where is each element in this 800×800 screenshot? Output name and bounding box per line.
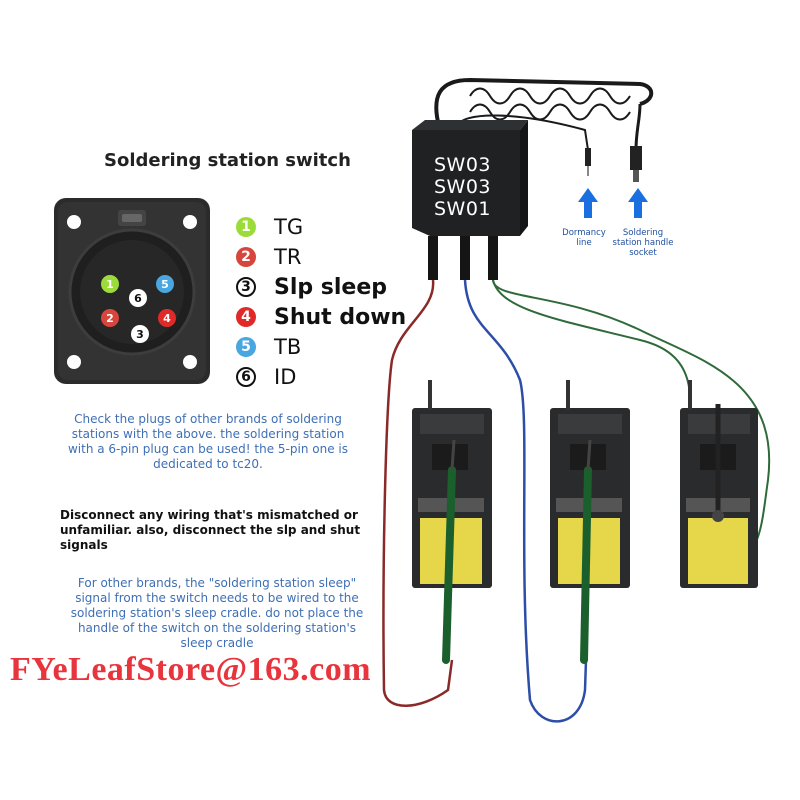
pin-label: Slp sleep: [274, 274, 388, 300]
note-sleep-cradle: For other brands, the "soldering station…: [70, 576, 364, 650]
switch-label: SW01: [434, 198, 492, 220]
svg-text:2: 2: [106, 312, 114, 325]
pin-badge: 2: [236, 247, 256, 267]
note-plug-check: Check the plugs of other brands of solde…: [67, 412, 348, 471]
svg-text:4: 4: [163, 312, 171, 325]
dormancy-line-label: Dormancy line: [562, 228, 606, 248]
pin-badge: 6: [236, 367, 256, 387]
pin-badge: 4: [236, 307, 256, 327]
arrow-up-icon: [628, 188, 648, 218]
svg-text:5: 5: [161, 278, 169, 291]
store-email: FYeLeafStore@163.com: [10, 651, 372, 688]
pin-row: 2 TR: [236, 242, 406, 272]
pin-row: 6 ID: [236, 362, 406, 392]
pin-row: 4 Shut down: [236, 302, 406, 332]
handle-socket-plug: [630, 146, 642, 170]
pin-label: ID: [274, 365, 297, 389]
pin-row: 5 TB: [236, 332, 406, 362]
note-disconnect-wiring: Disconnect any wiring that's mismatched …: [60, 508, 361, 552]
pin-legend: 1 TG 2 TR 3 Slp sleep 4 Shut down 5 TB 6…: [236, 212, 406, 392]
wire-red: [382, 279, 454, 707]
soldering-station-1: [412, 380, 492, 664]
svg-text:6: 6: [134, 292, 142, 305]
handle-socket-label: Soldering station handle socket: [612, 228, 674, 258]
dormancy-plug: [585, 148, 591, 166]
pin-label: Shut down: [274, 304, 407, 330]
page-title: Soldering station switch: [104, 150, 351, 171]
switch-box: [412, 130, 520, 236]
soldering-station-2: [550, 380, 630, 664]
pin-badge: 3: [236, 277, 256, 297]
soldering-station-3: [680, 380, 758, 588]
svg-text:1: 1: [106, 278, 114, 291]
connector-diagram: 1 5 6 2 4 3: [52, 196, 212, 392]
svg-text:3: 3: [136, 328, 144, 341]
pin-row: 1 TG: [236, 212, 406, 242]
pin-row: 3 Slp sleep: [236, 272, 406, 302]
arrow-up-icon: [578, 188, 598, 218]
pin-badge: 5: [236, 337, 256, 357]
switch-label: SW03: [434, 176, 492, 198]
pin-badge: 1: [236, 217, 256, 237]
pin-label: TB: [274, 335, 302, 359]
switch-box-labels: SW03 SW03 SW01: [434, 154, 491, 220]
switch-label: SW03: [434, 154, 492, 176]
wire-blue: [463, 279, 588, 723]
wire-green: [492, 279, 771, 555]
pin-label: TR: [274, 245, 302, 269]
pin-label: TG: [274, 215, 304, 239]
